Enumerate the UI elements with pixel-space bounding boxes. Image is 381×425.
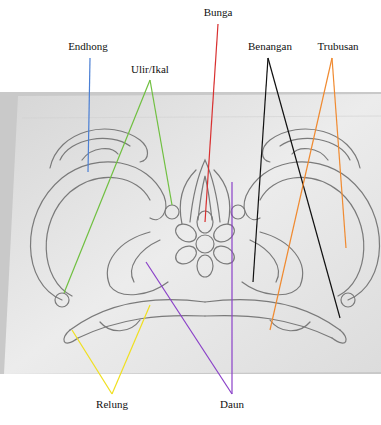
leader-line [231,182,232,394]
leader-line [112,305,150,394]
part-label: Benangan [247,40,293,53]
leader-line [332,58,346,248]
part-label: Endhong [67,40,109,53]
leader-line [268,58,340,318]
leader-line [72,330,112,394]
leader-line [146,262,232,394]
part-label: Trubusan [316,40,359,53]
leader-line [253,58,268,282]
leader-line [205,24,218,222]
part-label: Ulir/Ikal [130,63,170,76]
part-label: Relung [95,398,129,411]
leader-line [270,58,332,330]
leader-line [150,80,172,205]
leader-line [88,58,90,172]
leader-line [64,80,150,293]
part-label: Daun [219,398,245,411]
part-label: Bunga [203,6,234,19]
